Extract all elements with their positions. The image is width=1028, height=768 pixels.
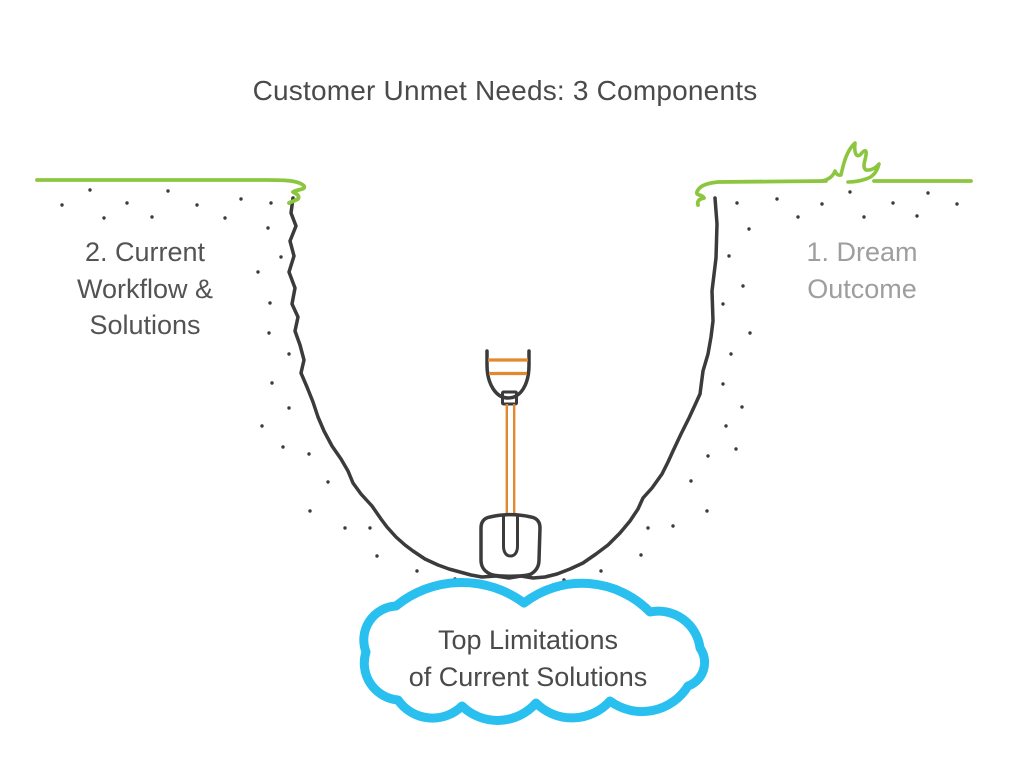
dirt-dots (60, 188, 959, 582)
shovel-grip-socket (501, 390, 518, 406)
label-top-limitations: Top Limitations of Current Solutions (408, 625, 648, 692)
label-dream-outcome: 1. Dream Outcome (806, 237, 918, 304)
shovel-grip-bars (488, 358, 528, 376)
cloud-shape (359, 577, 710, 725)
grass-tuft-icon (820, 141, 881, 184)
shovel-shaft (505, 404, 516, 518)
label-current-workflow: 2. Current Workflow & Solutions (76, 237, 214, 340)
grass-line-left (35, 178, 307, 205)
shovel-icon (479, 349, 542, 578)
shovel-grip (485, 349, 531, 400)
shovel-blade-slot (502, 514, 519, 558)
shovel-blade (479, 513, 542, 578)
grass-line-right (695, 179, 973, 207)
page-title: Customer Unmet Needs: 3 Components (252, 75, 758, 106)
pit-outline (287, 196, 719, 580)
